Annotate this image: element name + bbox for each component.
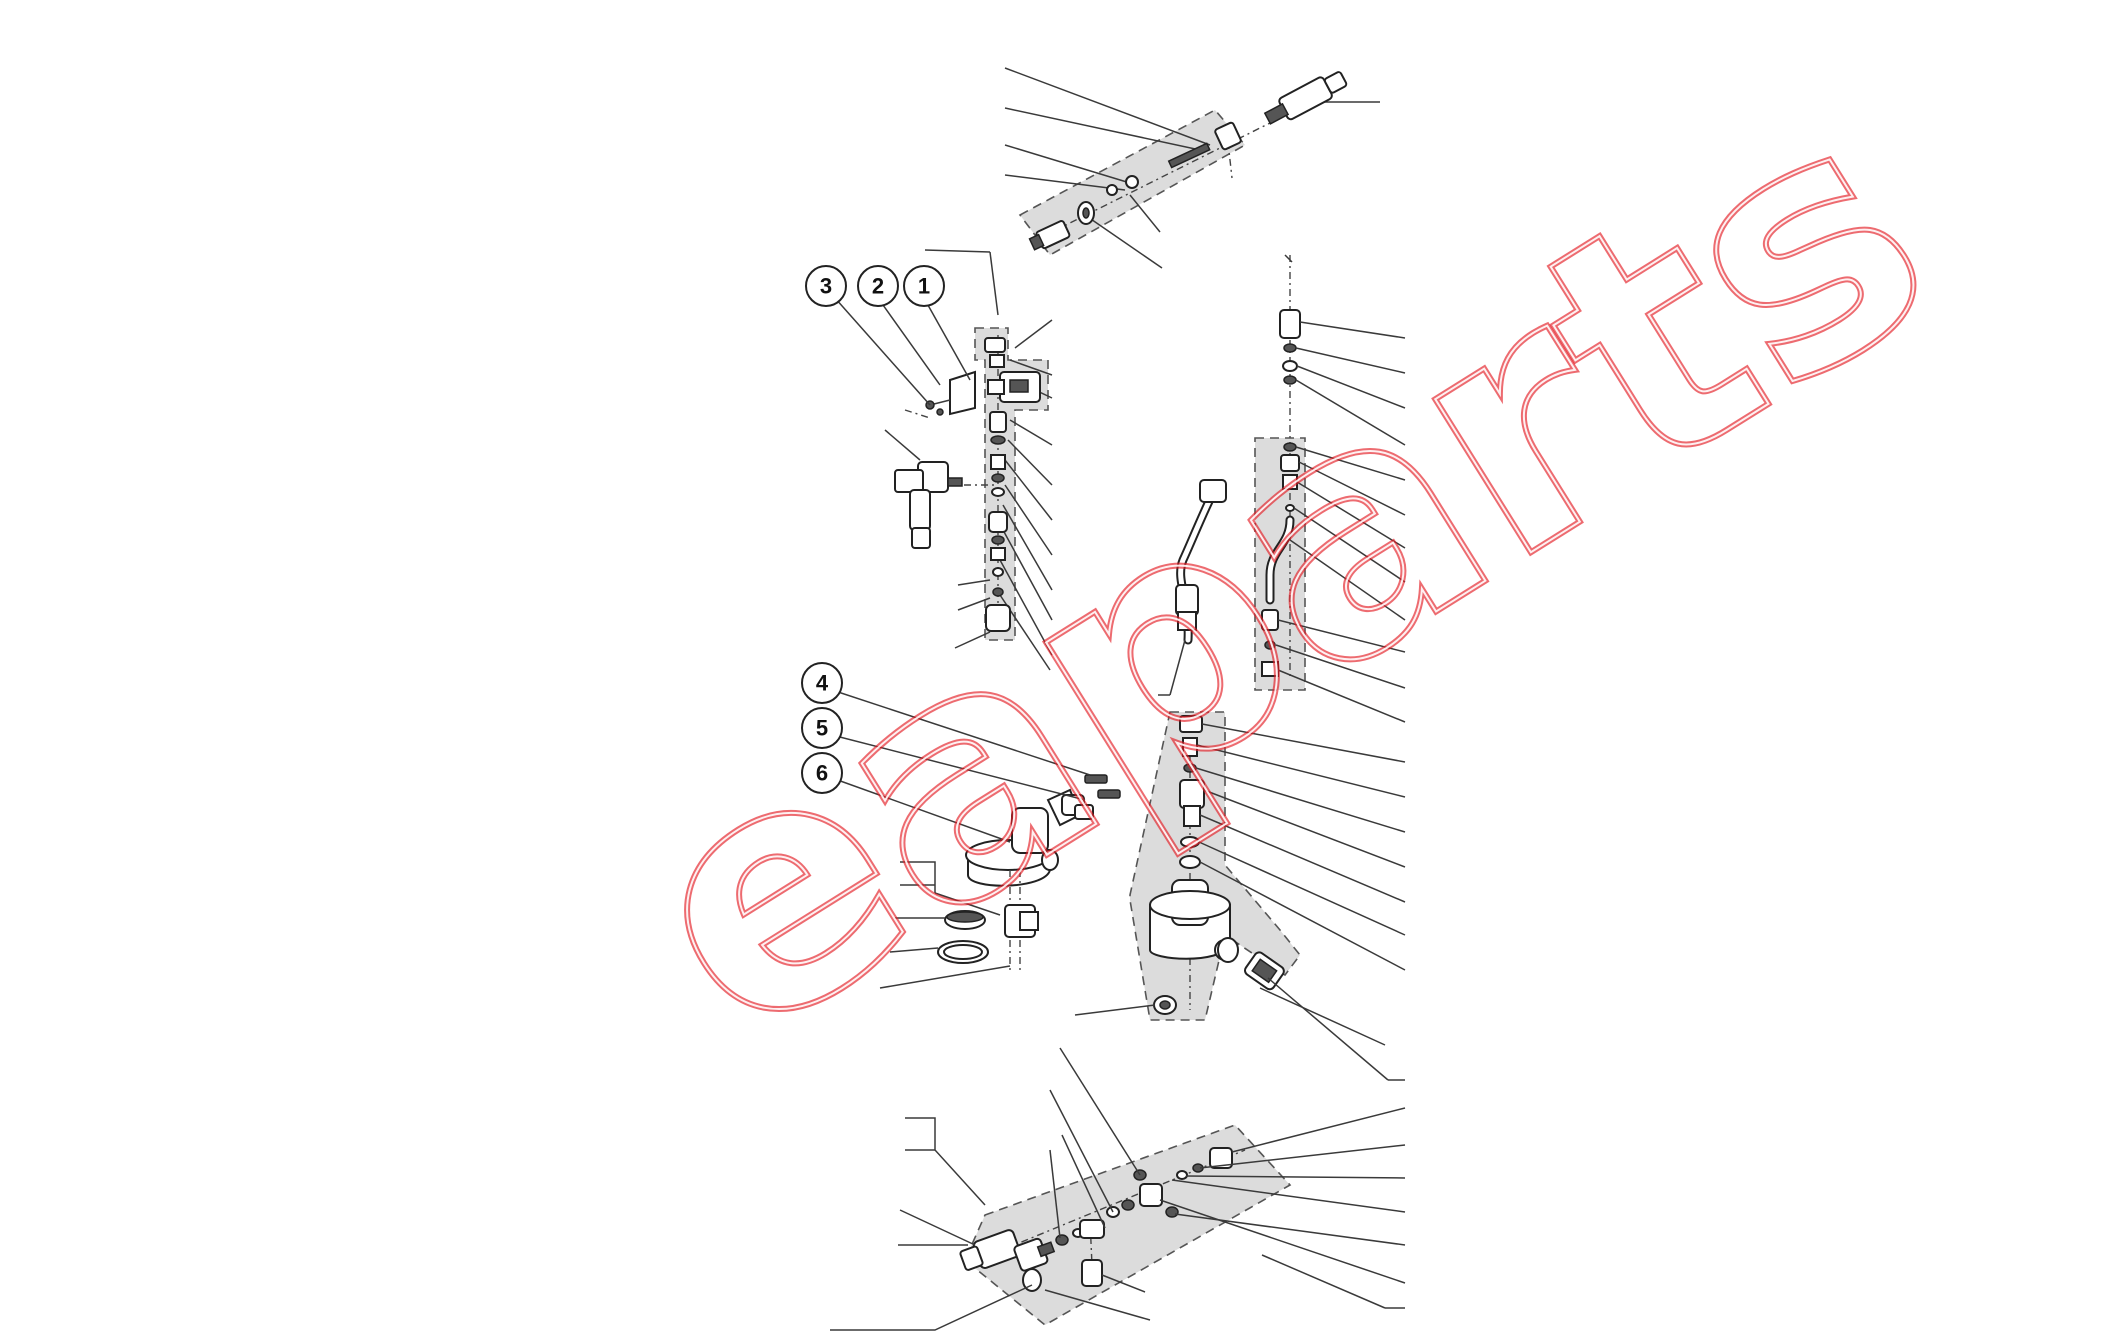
svg-text:4: 4: [816, 671, 829, 696]
side-fitting-part: [1244, 951, 1285, 991]
svg-text:3: 3: [820, 274, 832, 299]
injector-part: [1263, 71, 1348, 125]
svg-text:6: 6: [816, 761, 828, 786]
top-inlet-part: [1028, 220, 1071, 251]
svg-text:5: 5: [816, 716, 828, 741]
callout-3: 3: [805, 265, 847, 307]
top-assembly: [1004, 67, 1380, 269]
bottom-assembly: [830, 1047, 1406, 1331]
left-body-assembly: 4 5 6: [801, 662, 1121, 989]
callout-5: 5: [801, 707, 843, 749]
callout-2: 2: [857, 265, 899, 307]
flex-pipe: [1158, 479, 1227, 696]
callout-1: 1: [903, 265, 945, 307]
left-valve-column: [884, 249, 1053, 671]
right-body-assembly: [1074, 711, 1406, 1081]
svg-text:2: 2: [872, 274, 884, 299]
svg-text:1: 1: [918, 274, 930, 299]
bottom-valve-part: [959, 1229, 1056, 1272]
callout-group-upper: 1 2 3: [805, 265, 971, 406]
right-upper-column: [1254, 254, 1406, 723]
side-solenoid-part: [894, 461, 963, 549]
callout-6: 6: [801, 752, 843, 794]
left-column-group-outline: [974, 327, 1049, 641]
callout-4: 4: [801, 662, 843, 704]
